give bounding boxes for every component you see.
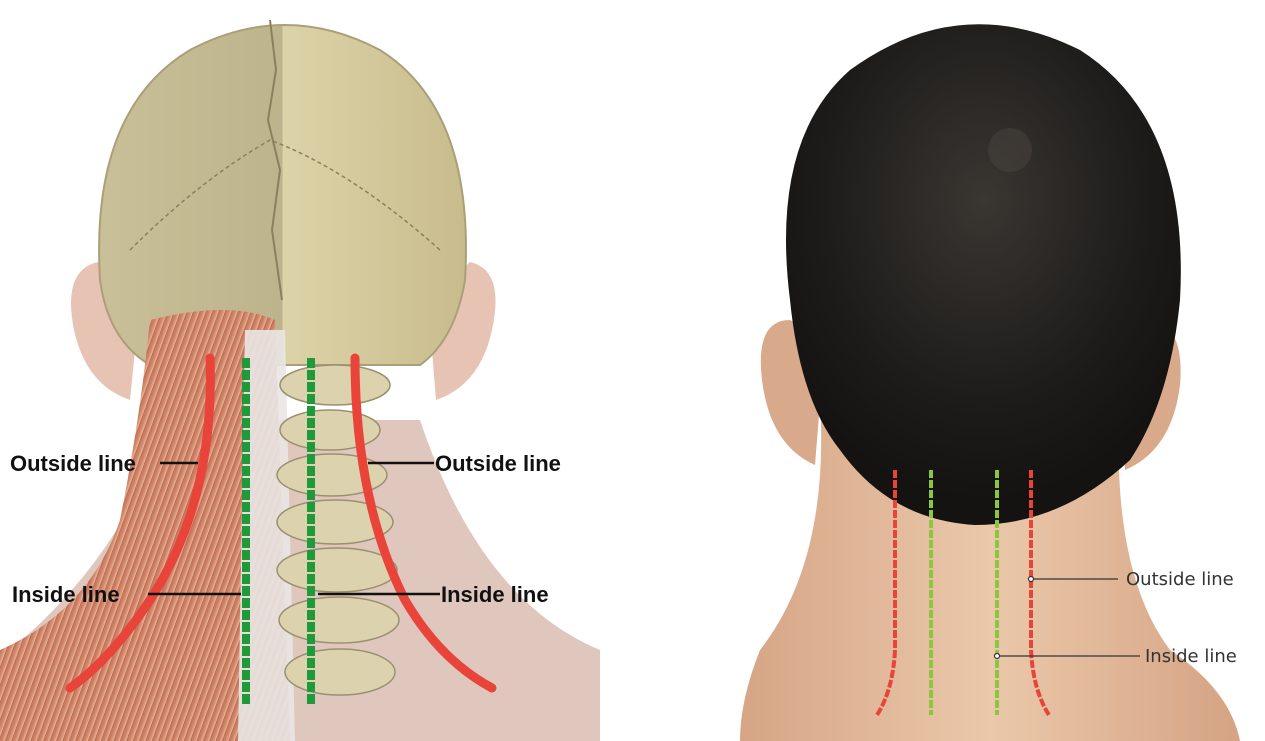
- hair: [786, 24, 1181, 525]
- skull: [99, 25, 466, 365]
- label-outside-line-left: Outside line: [10, 451, 136, 476]
- label-outside-line-photo: Outside line: [1126, 569, 1234, 590]
- anatomy-figure: [0, 20, 600, 741]
- label-inside-line-left: Inside line: [12, 582, 120, 607]
- label-inside-line-photo: Inside line: [1145, 646, 1237, 667]
- label-outside-line-right: Outside line: [435, 451, 561, 476]
- hair-crown: [988, 128, 1032, 172]
- head-figure: [740, 24, 1240, 741]
- label-inside-line-right: Inside line: [441, 582, 549, 607]
